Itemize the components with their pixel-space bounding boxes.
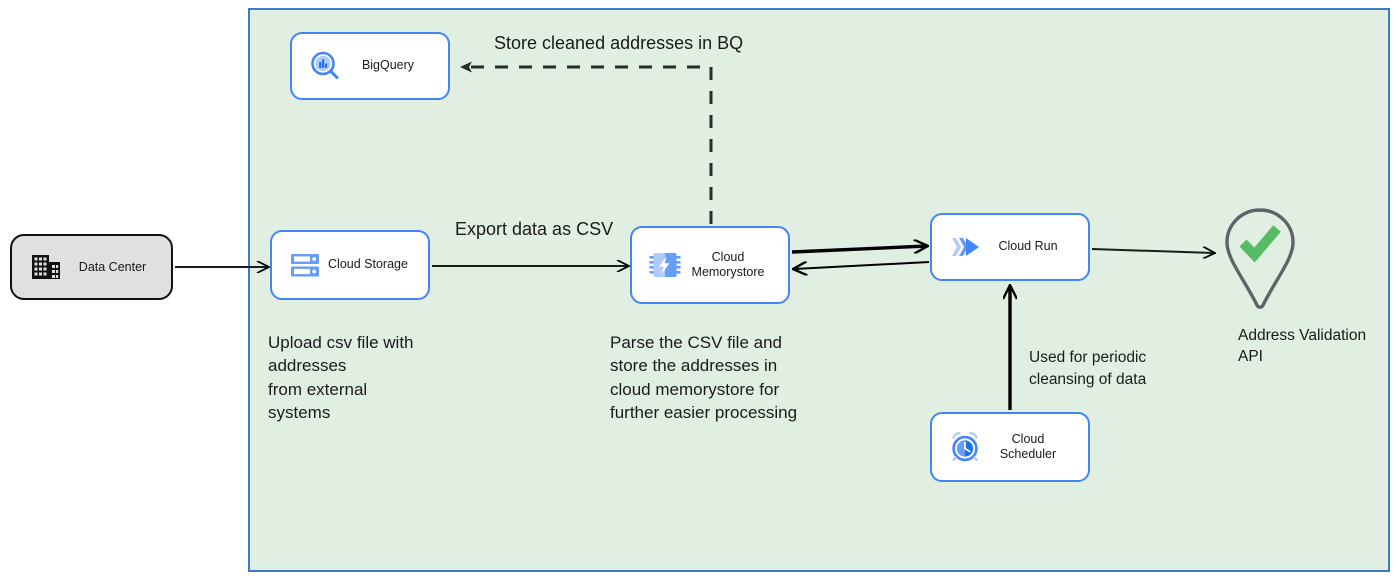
edge-label-periodic-cleansing: Used for periodic cleansing of data [1029, 349, 1147, 388]
node-bigquery-label: BigQuery [361, 58, 415, 73]
node-bigquery[interactable]: BigQuery [290, 32, 450, 100]
google-cloud-boundary [248, 8, 1390, 572]
node-cloud-storage-label: Cloud Storage [328, 257, 408, 272]
cloud-storage-icon [288, 248, 322, 282]
location-pin-check-icon[interactable] [1222, 207, 1298, 311]
node-cloud-storage[interactable]: Cloud Storage [270, 230, 430, 300]
node-cloud-scheduler[interactable]: Cloud Scheduler [930, 412, 1090, 482]
annotation-parse-csv: Parse the CSV file and store the address… [610, 333, 798, 423]
node-cloud-run[interactable]: Cloud Run [930, 213, 1090, 281]
cloud-scheduler-icon [948, 430, 982, 464]
node-address-validation-api-label: Address Validation API [1238, 327, 1367, 365]
edge-label-export-csv: Export data as CSV [455, 219, 614, 239]
bigquery-icon [308, 49, 342, 83]
annotation-upload-csv: Upload csv file with addresses from exte… [268, 333, 414, 423]
datacenter-building-icon [30, 251, 62, 283]
cloud-run-icon [948, 230, 982, 264]
node-cloud-run-label: Cloud Run [998, 239, 1058, 254]
node-data-center-label: Data Center [78, 260, 147, 274]
node-cloud-scheduler-label: Cloud Scheduler [999, 431, 1057, 461]
node-cloud-memorystore[interactable]: Cloud Memorystore [630, 226, 790, 304]
edge-label-store-cleaned-bq: Store cleaned addresses in BQ [494, 33, 744, 53]
node-cloud-memorystore-label: Cloud Memorystore [691, 249, 765, 279]
node-data-center[interactable]: Data Center [10, 234, 173, 300]
cloud-memorystore-icon [648, 248, 682, 282]
